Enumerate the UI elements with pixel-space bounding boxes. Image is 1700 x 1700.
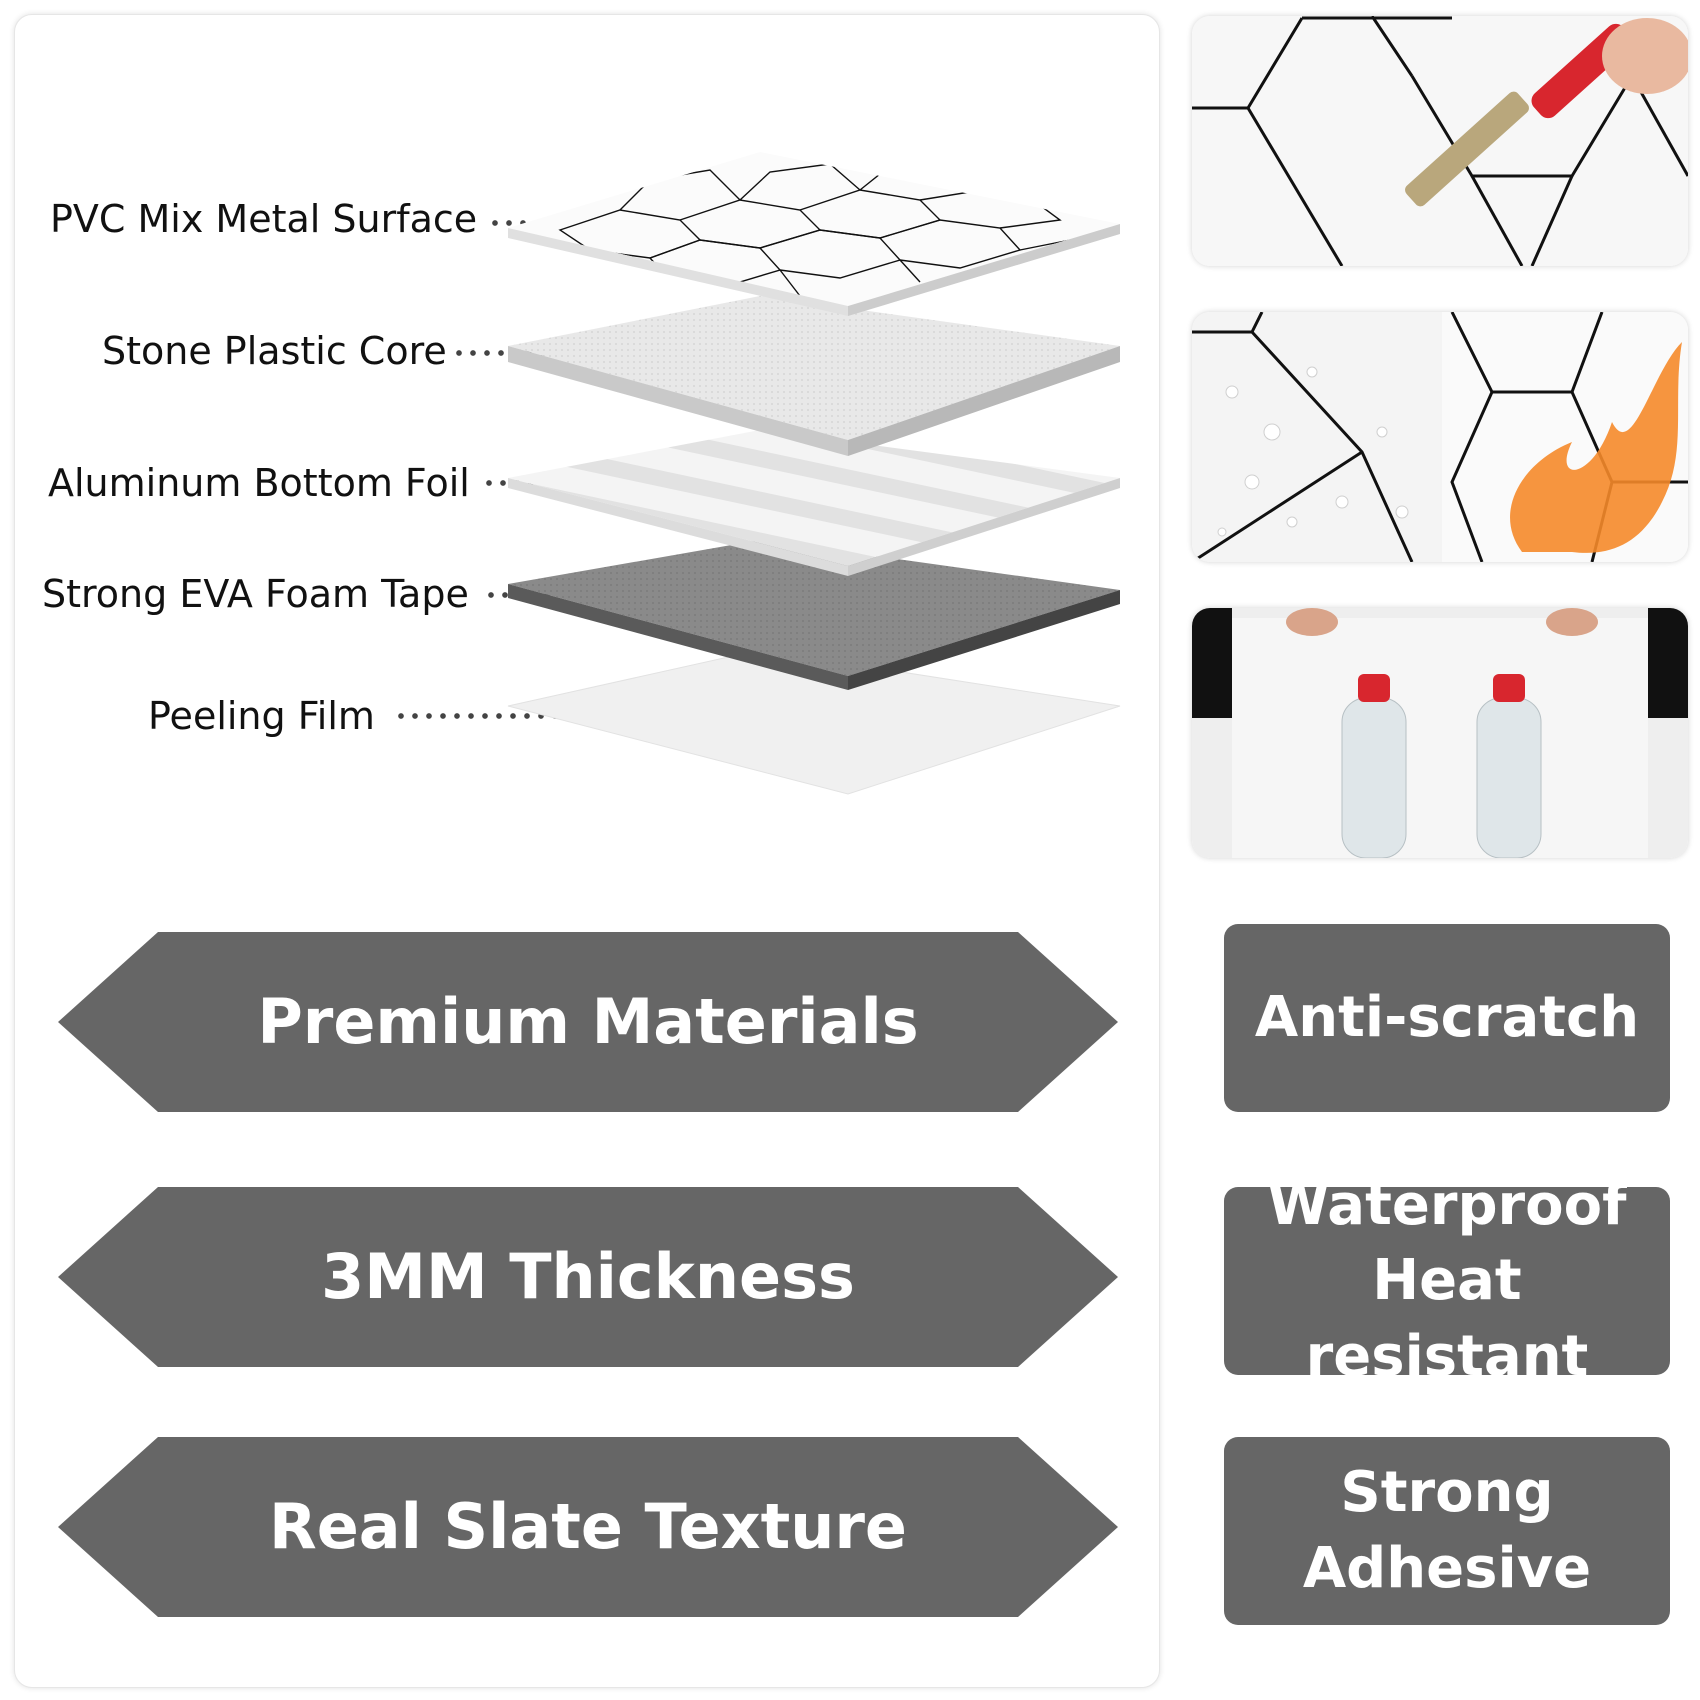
layer-label-aluminum-foil: Aluminum Bottom Foil — [48, 461, 470, 505]
eva-foam-layer — [508, 540, 1120, 690]
photo-scratch-test — [1192, 16, 1688, 266]
water-drops-icon — [1217, 366, 1409, 537]
feature-text: Waterproof — [1267, 1172, 1627, 1238]
layer-label-eva-tape: Strong EVA Foam Tape — [42, 572, 469, 616]
banner-slate-texture: Real Slate Texture — [269, 1490, 907, 1563]
banner-premium-materials-shape — [58, 932, 1118, 1112]
pvc-surface-layer — [508, 152, 1120, 316]
bottle-icon — [1476, 674, 1542, 858]
layer-label-peeling-film: Peeling Film — [148, 694, 375, 738]
layer-stack-illustration — [507, 152, 1121, 795]
photo-strong-adhesive — [1192, 608, 1688, 858]
banner-thickness: 3MM Thickness — [321, 1240, 855, 1313]
layer-label-pvc-surface: PVC Mix Metal Surface — [50, 197, 478, 241]
feature-anti-scratch: Anti-scratch — [1224, 924, 1670, 1112]
feature-text: Strong — [1340, 1460, 1554, 1526]
stone-core-layer — [508, 296, 1120, 456]
layer-diagram-card — [14, 14, 1160, 1688]
feature-text: Heat resistant — [1305, 1248, 1589, 1389]
feature-strong-adhesive: Strong Adhesive — [1224, 1437, 1670, 1625]
banner-slate-texture-shape — [58, 1437, 1118, 1617]
photo-waterproof-heat — [1192, 312, 1688, 562]
peeling-film-layer — [507, 649, 1121, 795]
layer-label-stone-core: Stone Plastic Core — [102, 329, 447, 373]
aluminum-foil-layer — [508, 430, 1120, 576]
flame-icon — [1510, 342, 1682, 553]
feature-text: Anti-scratch — [1254, 985, 1640, 1051]
leader-dots — [394, 713, 616, 719]
bottle-icon — [1341, 674, 1407, 858]
feature-waterproof-heat: Waterproof Heat resistant — [1224, 1173, 1670, 1389]
feature-text: Adhesive — [1302, 1536, 1592, 1601]
banner-premium-materials: Premium Materials — [257, 985, 919, 1058]
banner-thickness-shape — [58, 1187, 1118, 1367]
